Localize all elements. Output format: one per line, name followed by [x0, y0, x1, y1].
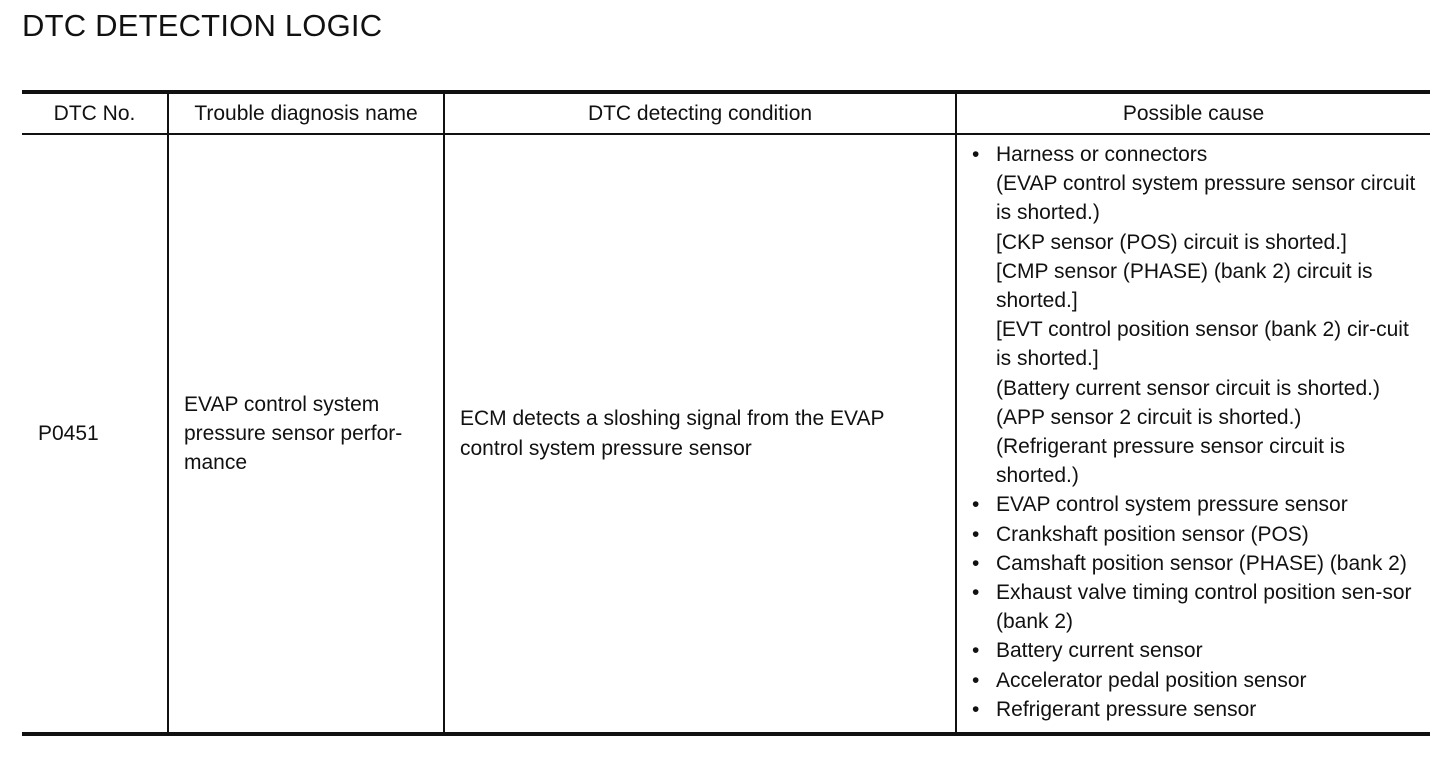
- cause-label: Refrigerant pressure sensor: [996, 697, 1257, 721]
- cause-label: Crankshaft position sensor (POS): [996, 522, 1309, 546]
- possible-cause-list: • Harness or connectors (EVAP control sy…: [972, 140, 1426, 724]
- cause-label: Battery current sensor: [996, 639, 1203, 663]
- cause-detail: (APP sensor 2 circuit is shorted.): [996, 405, 1302, 429]
- cause-detail: (Battery current sensor circuit is short…: [996, 376, 1380, 400]
- cause-detail: (EVAP control system pressure sensor cir…: [996, 172, 1416, 225]
- bullet-icon: •: [972, 697, 980, 721]
- cause-item: • Crankshaft position sensor (POS): [972, 520, 1426, 549]
- trouble-diagnosis-name-text: EVAP control system pressure sensor perf…: [184, 392, 403, 475]
- bullet-icon: •: [972, 581, 980, 605]
- cause-item: • EVAP control system pressure sensor: [972, 490, 1426, 519]
- cause-label: Accelerator pedal position sensor: [996, 668, 1307, 692]
- bullet-icon: •: [972, 668, 980, 692]
- cause-detail: [EVT control position sensor (bank 2) ci…: [996, 318, 1409, 371]
- detecting-condition-cell: ECM detects a sloshing signal from the E…: [443, 134, 956, 735]
- dtc-number-cell: P0451: [38, 421, 99, 445]
- bullet-icon: •: [972, 522, 980, 546]
- header-trouble-diagnosis-name: Trouble diagnosis name: [167, 92, 444, 135]
- cause-label: EVAP control system pressure sensor: [996, 493, 1348, 517]
- cause-detail: (Refrigerant pressure sensor circuit is …: [996, 435, 1345, 488]
- table-header-row: DTC No. Trouble diagnosis name DTC detec…: [22, 92, 1430, 135]
- cause-detail: [CKP sensor (POS) circuit is shorted.]: [996, 230, 1347, 254]
- cause-item-harness: • Harness or connectors (EVAP control sy…: [972, 140, 1426, 490]
- bullet-icon: •: [972, 551, 980, 575]
- bullet-icon: •: [972, 493, 980, 517]
- table-row: P0451 EVAP control system pressure senso…: [22, 134, 1430, 735]
- cause-item: • Accelerator pedal position sensor: [972, 666, 1426, 695]
- cause-item: • Refrigerant pressure sensor: [972, 695, 1426, 724]
- cause-label: Camshaft position sensor (PHASE) (bank 2…: [996, 551, 1407, 575]
- possible-cause-cell: • Harness or connectors (EVAP control sy…: [955, 134, 1430, 735]
- cause-item: • Battery current sensor: [972, 636, 1426, 665]
- dtc-table: DTC No. Trouble diagnosis name DTC detec…: [22, 90, 1430, 736]
- header-dtc-no: DTC No.: [22, 92, 168, 135]
- page-title: DTC DETECTION LOGIC: [22, 8, 383, 43]
- detecting-condition-text: ECM detects a sloshing signal from the E…: [460, 407, 885, 460]
- cause-detail: [CMP sensor (PHASE) (bank 2) circuit is …: [996, 259, 1373, 313]
- cause-item: • Exhaust valve timing control position …: [972, 578, 1426, 636]
- cause-item: • Camshaft position sensor (PHASE) (bank…: [972, 549, 1426, 578]
- cause-label: Harness or connectors: [996, 143, 1208, 166]
- trouble-diagnosis-name-cell: EVAP control system pressure sensor perf…: [167, 134, 444, 735]
- cause-label: Exhaust valve timing control position se…: [996, 581, 1412, 634]
- bullet-icon: •: [972, 143, 980, 166]
- header-dtc-detecting-condition: DTC detecting condition: [443, 92, 956, 135]
- bullet-icon: •: [972, 639, 980, 663]
- header-possible-cause: Possible cause: [955, 92, 1430, 135]
